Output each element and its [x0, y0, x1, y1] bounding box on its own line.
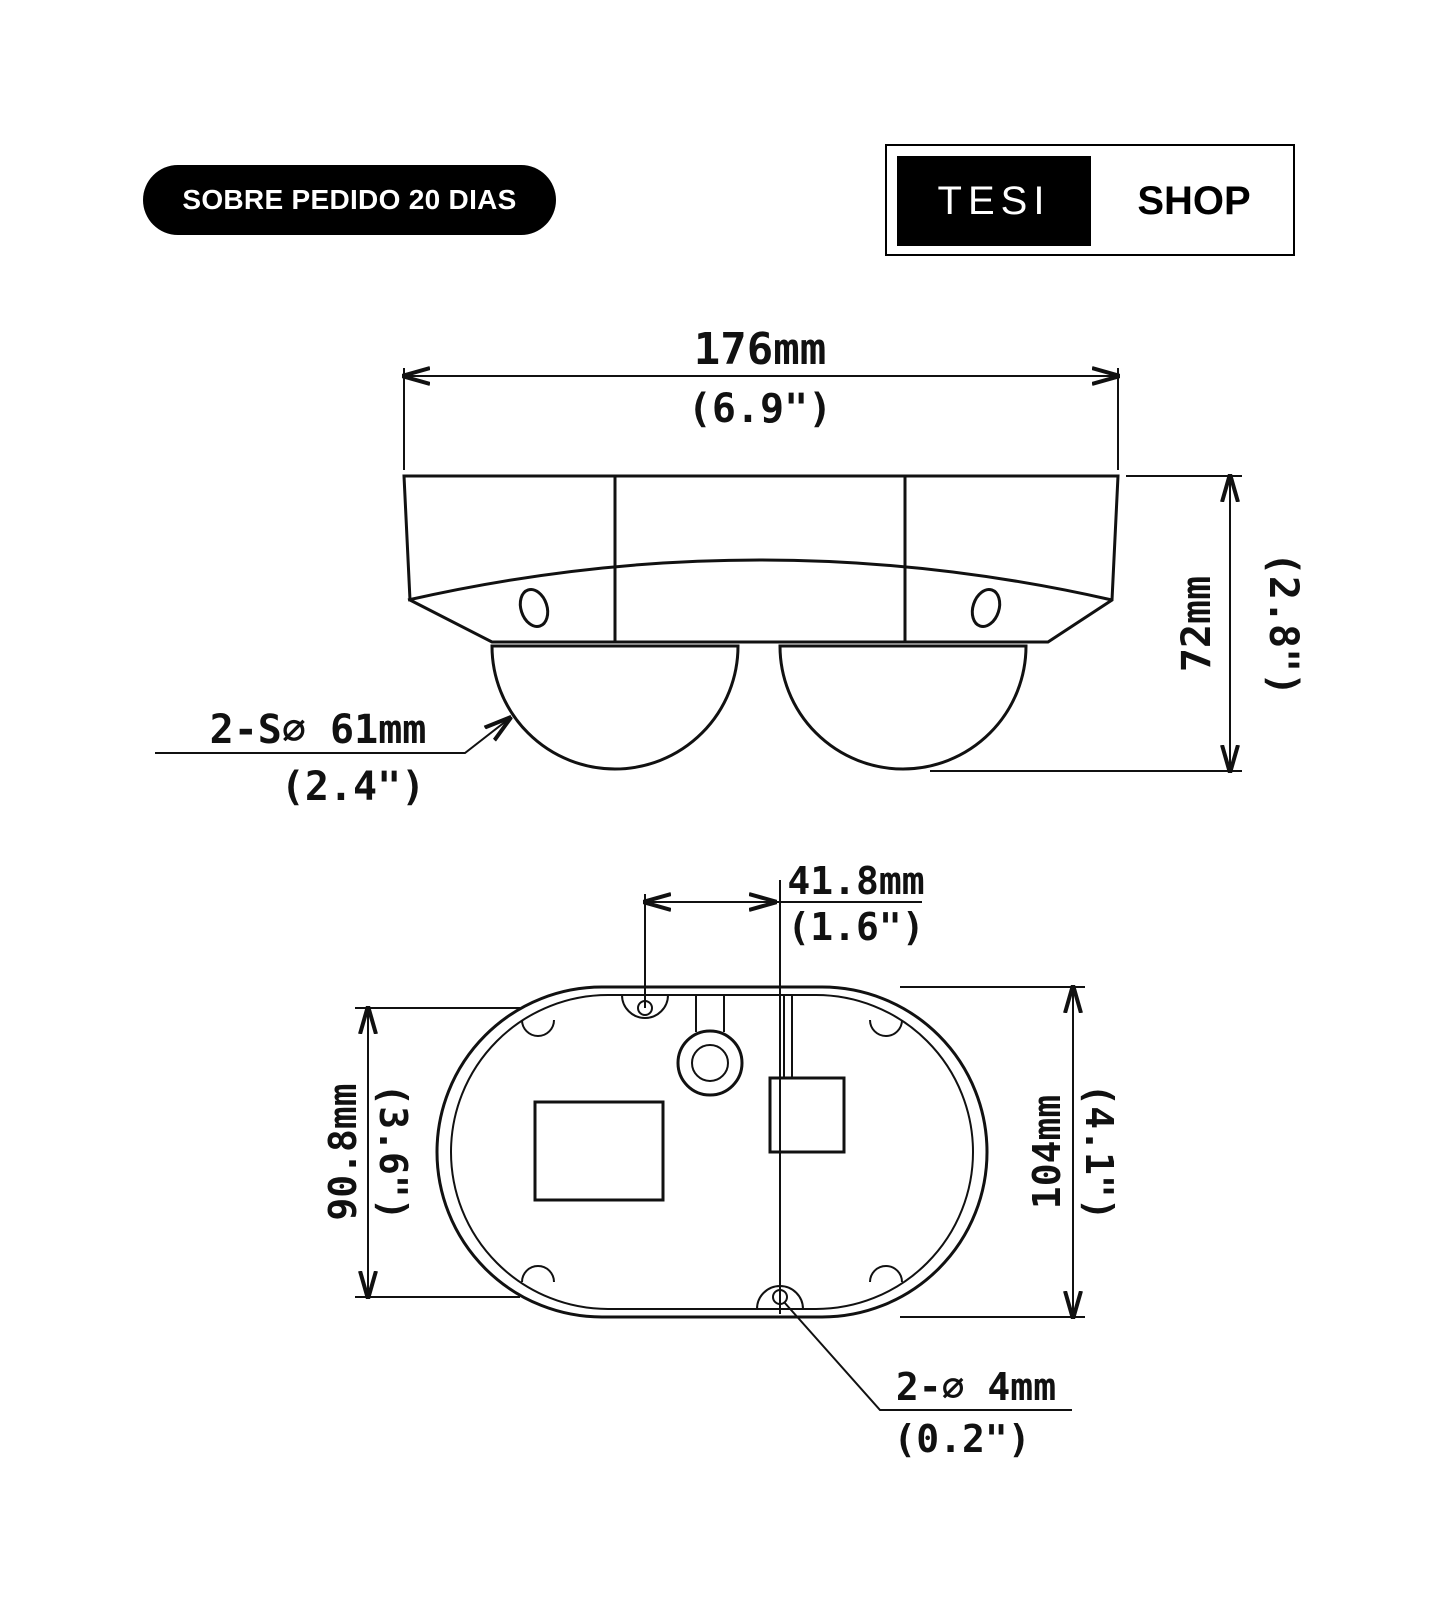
inner-height-mm-label: 90.8mm: [321, 1083, 365, 1220]
notch-top-right: [869, 1019, 903, 1037]
mount-hole-top: [637, 1000, 653, 1016]
mount-boss-top: [621, 994, 669, 1019]
screw-hole-left: [518, 587, 550, 629]
dome-leader: [155, 718, 510, 754]
notch-top-left: [521, 1019, 555, 1037]
availability-badge: SOBRE PEDIDO 20 DIAS: [143, 165, 556, 235]
housing-curve: [407, 558, 1113, 602]
screw-hole-right: [970, 587, 1002, 629]
inner-height-inch-label: (3.6"): [371, 1083, 415, 1220]
cable-gland-outer: [676, 1029, 744, 1097]
height-mm-label: 72mm: [1174, 576, 1220, 672]
label-plate: [533, 1100, 665, 1202]
dome-left: [490, 644, 740, 771]
outer-height-mm-label: 104mm: [1025, 1095, 1069, 1209]
logo-tesi: TESI: [897, 156, 1091, 246]
width-inch-label: (6.9"): [688, 386, 833, 432]
offset-mm-label: 41.8mm: [787, 859, 924, 903]
logo-shop: SHOP: [1137, 178, 1251, 223]
outer-height-inch-label: (4.1"): [1077, 1083, 1121, 1220]
cable-gland-inner: [691, 1044, 729, 1082]
base-inner-outline: [450, 994, 974, 1310]
notch-bottom-right: [869, 1265, 903, 1283]
dome-right: [778, 644, 1028, 771]
hole-inch-label: (0.2"): [893, 1417, 1030, 1461]
side-view: 176mm (6.9") 2-S∅ 61mm (2.4") 72mm (2.8"…: [155, 324, 1306, 810]
connector-block: [768, 1076, 846, 1154]
dome-mm-label: 2-S∅ 61mm: [210, 707, 427, 753]
brand-logo: TESI SHOP: [885, 144, 1295, 256]
width-mm-label: 176mm: [694, 324, 826, 375]
mount-boss-bottom: [756, 1285, 804, 1310]
offset-inch-label: (1.6"): [787, 905, 924, 949]
notch-bottom-left: [521, 1265, 555, 1283]
dome-inch-label: (2.4"): [281, 764, 426, 810]
hole-leader: [783, 1301, 1072, 1411]
mount-hole-bottom: [772, 1289, 788, 1305]
hole-mm-label: 2-∅ 4mm: [896, 1365, 1056, 1409]
base-outer-outline: [435, 985, 989, 1319]
height-inch-label: (2.8"): [1260, 552, 1306, 697]
top-view: 41.8mm (1.6") 90.8mm (3.6"): [321, 859, 1121, 1461]
